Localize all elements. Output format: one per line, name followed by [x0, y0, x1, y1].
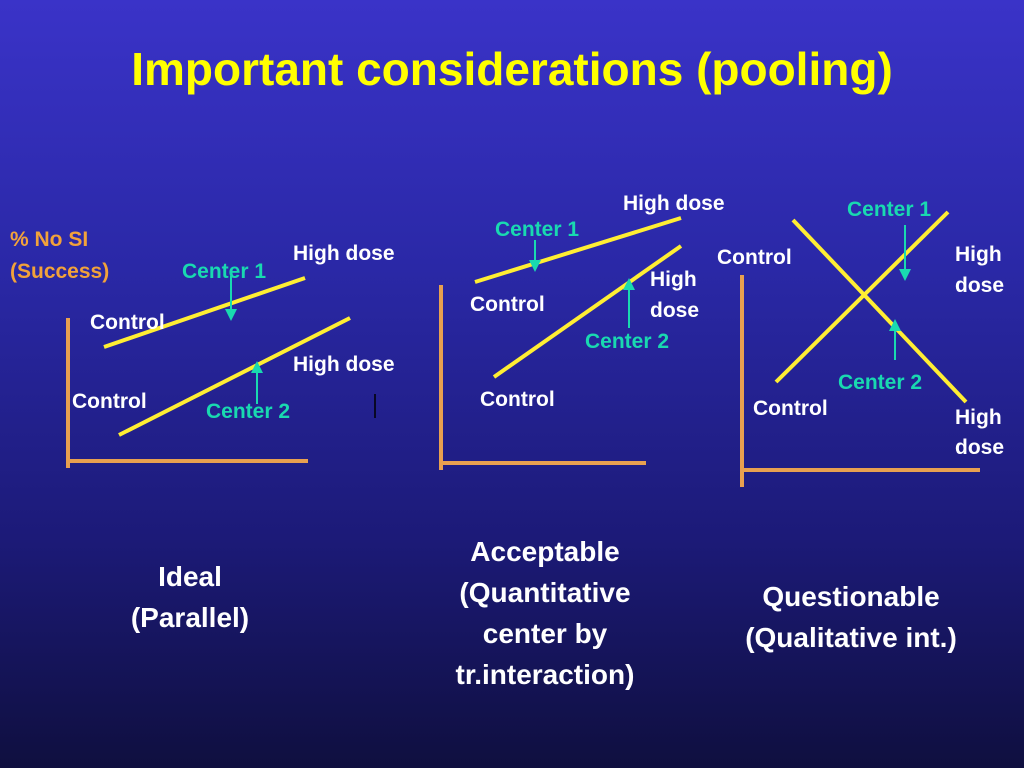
center-2-line [492, 244, 683, 379]
control-label-2: Control [480, 388, 555, 411]
high-dose-label-2-line2: dose [955, 436, 1004, 459]
panel-questionable: Control Control High dose High dose Cent… [717, 198, 1004, 487]
center-2-line [791, 218, 968, 404]
y-axis-label-line2: (Success) [10, 260, 109, 283]
center-2-line [118, 316, 351, 437]
high-dose-label-1: High dose [623, 192, 725, 215]
center-1-line [474, 216, 682, 284]
y-axis-label-line1: % No SI [10, 228, 88, 251]
page-title: Important considerations (pooling) [131, 43, 893, 95]
center-1-label: Center 1 [495, 218, 579, 241]
center-2-label: Center 2 [206, 400, 290, 423]
high-dose-label-1: High dose [293, 242, 395, 265]
control-label-2: Control [72, 390, 147, 413]
caption-acceptable: Acceptable (Quantitative center by tr.in… [455, 536, 635, 690]
axes [66, 318, 308, 468]
center-1-line [103, 276, 306, 349]
high-dose-label-2: High dose [293, 353, 395, 376]
axes [740, 275, 980, 487]
axes [439, 285, 646, 470]
center-2-label: Center 2 [838, 371, 922, 394]
caption-ideal: Ideal (Parallel) [130, 561, 250, 633]
control-label-2: Control [753, 397, 828, 420]
center-1-line [774, 210, 950, 384]
control-label-1: Control [470, 293, 545, 316]
center-1-label: Center 1 [847, 198, 931, 221]
high-dose-label-1-line2: dose [955, 274, 1004, 297]
panel-acceptable: Control Control High dose High dose Cent… [439, 192, 725, 470]
control-label-1: Control [717, 246, 792, 269]
panel-ideal: Control Control High dose High dose Cent… [66, 242, 395, 468]
control-label-1: Control [90, 311, 165, 334]
caption-questionable: Questionable (Qualitative int.) [745, 581, 957, 653]
center-2-label: Center 2 [585, 330, 669, 353]
center-1-label: Center 1 [182, 260, 266, 283]
high-dose-label-2-line1: High [955, 406, 1002, 429]
high-dose-label-2-line1: High [650, 268, 697, 291]
high-dose-label-1-line1: High [955, 243, 1002, 266]
high-dose-label-2-line2: dose [650, 299, 699, 322]
